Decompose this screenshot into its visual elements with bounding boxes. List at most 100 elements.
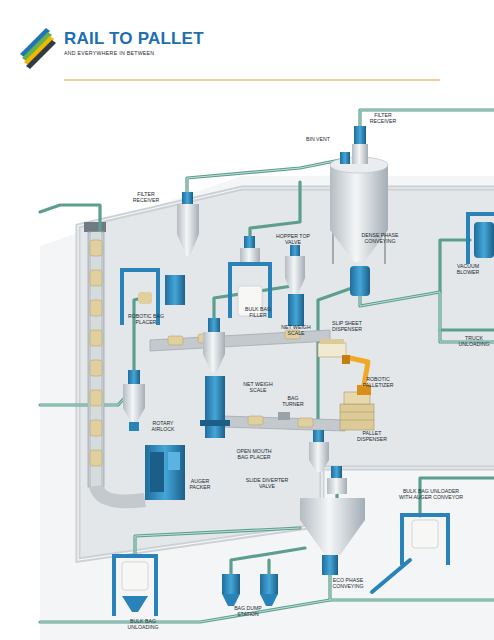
- robotic-bag-placer-part: [120, 268, 160, 272]
- conveying-pipes-part-part: [40, 600, 330, 622]
- product-bags-part: [90, 270, 102, 286]
- bulk-bag-filler: [228, 236, 272, 318]
- part-label: BIN VENT: [298, 137, 338, 143]
- floor-slab-part: [78, 188, 494, 560]
- weigh-hopper-top-part: [290, 245, 300, 256]
- product-bags-part: [298, 418, 313, 427]
- conveying-pipes-part-part: [440, 328, 494, 331]
- robotic-bag-placer-part: [120, 270, 124, 325]
- conveying-pipes-part-part: [360, 292, 494, 342]
- vacuum-blower: [466, 212, 494, 264]
- storage-silo-part: [352, 144, 368, 164]
- open-mouth-bagger-part: [205, 376, 225, 438]
- weigh-hopper-top-part: [285, 278, 305, 294]
- bulk-bag-unloader-right-part: [446, 515, 450, 565]
- bulk-bag-filler-part: [228, 262, 232, 318]
- conveying-pipes-part-part: [360, 110, 494, 126]
- part-label: BULK BAG FILLER: [238, 307, 278, 319]
- part-label: AUGER PACKER: [185, 479, 215, 491]
- product-bags-part: [90, 330, 102, 346]
- floor-slab-part: [40, 176, 494, 640]
- diverter-receivers-part: [327, 478, 347, 494]
- filter-receiver-left-part: [177, 234, 199, 256]
- bag-conveyors-part: [88, 232, 104, 487]
- conveying-pipes-part-part: [40, 205, 100, 232]
- robot-arm: [342, 355, 371, 395]
- bag-dump-stations-part: [222, 594, 240, 606]
- floor-slab: [40, 176, 494, 640]
- conveying-pipes-part-part: [40, 600, 330, 622]
- diverter-receivers-part: [313, 430, 324, 442]
- bag-dump-stations-part: [260, 574, 278, 594]
- conveying-pipes-part-part: [187, 160, 340, 196]
- conveying-pipes-part-part: [267, 560, 270, 576]
- floor-slab-part: [78, 188, 494, 560]
- auger-packer-part: [168, 452, 180, 470]
- weigh-hopper-top-part: [288, 294, 304, 326]
- vacuum-blower-part: [466, 212, 470, 264]
- bulk-bag-unloading-left-part: [112, 556, 116, 616]
- brand-logo-part: [26, 40, 56, 69]
- part-label: PALLET DISPENSER: [352, 431, 392, 443]
- product-bags-part: [90, 240, 102, 256]
- part-label: SLIDE DIVERTER VALVE: [242, 478, 292, 490]
- conveying-pipes-part-part: [40, 392, 130, 405]
- palletizing-area-part: [340, 404, 374, 430]
- product-bags-part: [90, 300, 102, 316]
- storage-silo-part: [330, 165, 388, 230]
- bulk-bag-unloader-right-part: [372, 560, 410, 592]
- product-bags-part: [90, 390, 102, 406]
- robotic-bag-placer: [120, 268, 185, 325]
- open-mouth-bagger-part: [203, 332, 225, 354]
- open-mouth-bagger-part: [203, 354, 225, 372]
- eco-phase-vessel-part: [322, 555, 338, 575]
- eco-phase-vessel: [300, 498, 365, 575]
- part-label: BAG TURNER: [278, 396, 308, 408]
- palletizing-area-part: [318, 343, 346, 357]
- conveying-pipes-part: [40, 110, 494, 622]
- eco-phase-vessel-part: [300, 520, 365, 555]
- diverter-receivers-part: [309, 460, 329, 472]
- bag-conveyors-part: [96, 486, 145, 501]
- conveying-pipes-part-part: [187, 160, 340, 196]
- diverter-receivers: [309, 430, 347, 494]
- diverter-receivers-part: [309, 442, 329, 460]
- rotary-airlock-part: [129, 422, 139, 431]
- part-label: NET WEIGH SCALE: [238, 382, 278, 394]
- conveying-pipes-part-part: [40, 392, 130, 405]
- conveying-pipes: [40, 110, 494, 622]
- storage-silo-part: [350, 266, 370, 296]
- part-label: ROTARY AIRLOCK: [143, 421, 183, 433]
- product-bags-part: [248, 416, 263, 425]
- robot-arm-part: [342, 355, 350, 364]
- filter-receiver-left-part: [182, 192, 193, 204]
- part-label: OPEN MOUTH BAG PLACER: [233, 449, 275, 461]
- product-bags-part: [90, 360, 102, 376]
- bag-conveyors-part: [91, 232, 101, 487]
- conveying-pipes-part-part: [231, 548, 305, 576]
- open-mouth-bagger: [200, 318, 230, 438]
- bag-dump-stations-part: [222, 574, 240, 594]
- auger-packer-part: [150, 452, 164, 492]
- part-label: HOPPER TOP VALVE: [273, 234, 313, 246]
- bulk-bag-filler-part: [228, 262, 272, 266]
- rotary-airlock: [123, 370, 145, 431]
- conveying-pipes-part-part: [360, 292, 494, 342]
- bulk-bag-unloader-right-part: [400, 513, 450, 517]
- diverter-receivers-part: [331, 466, 342, 478]
- palletizing-area-part: [278, 412, 290, 420]
- bulk-bag-unloading-left-part: [112, 554, 158, 558]
- part-label: ECO PHASE CONVEYING: [328, 578, 368, 590]
- robotic-bag-placer-part: [165, 275, 185, 305]
- conveying-pipes-part-part: [360, 110, 494, 126]
- rotary-airlock-part: [123, 384, 145, 408]
- part-label: VACUUM BLOWER: [448, 264, 488, 276]
- brand-logo-part: [24, 36, 54, 65]
- product-bags: [90, 240, 313, 466]
- robot-arm-part: [350, 358, 368, 385]
- bulk-bag-unloading-left: [112, 554, 158, 616]
- open-mouth-bagger-part: [208, 318, 220, 332]
- bulk-bag-unloader-right: [372, 513, 450, 592]
- conveying-pipes-part-part: [214, 286, 292, 322]
